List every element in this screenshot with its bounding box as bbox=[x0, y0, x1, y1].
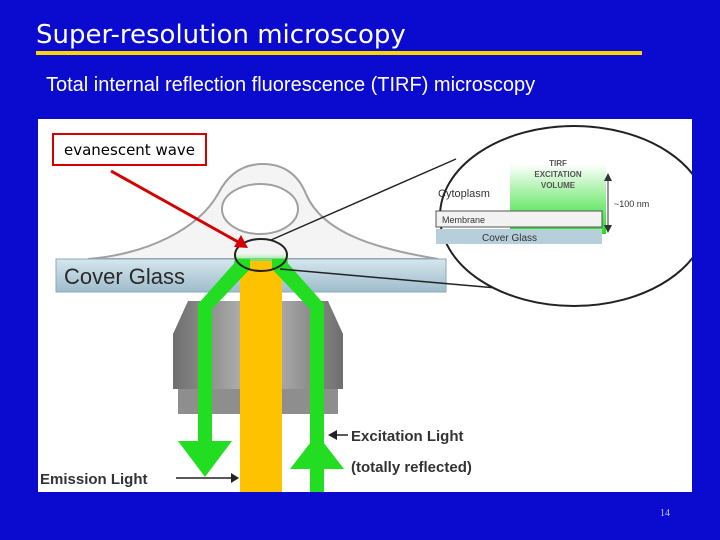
depth-marker-top-arrow bbox=[604, 173, 612, 181]
membrane-bar bbox=[435, 210, 603, 228]
title-underline bbox=[36, 51, 642, 55]
membrane-label: Membrane bbox=[442, 215, 485, 225]
excitation-pointer-head bbox=[328, 430, 337, 440]
cytoplasm-label: Cytoplasm bbox=[438, 188, 490, 200]
evanescent-wave-callout: evanescent wave bbox=[52, 133, 207, 166]
tirf-diagram: Cover Glass TIRF EXCITATION VOLUME Cytop… bbox=[38, 119, 692, 492]
inset-cover-glass-label: Cover Glass bbox=[482, 233, 537, 244]
emission-arrowhead bbox=[178, 441, 232, 477]
tirf-label-3: VOLUME bbox=[541, 181, 576, 190]
zoom-line-bottom bbox=[279, 268, 509, 290]
evanescent-circle bbox=[234, 238, 288, 272]
right-excitation-beam bbox=[272, 259, 324, 492]
excitation-arrowhead bbox=[290, 434, 344, 469]
cover-glass-label: Cover Glass bbox=[64, 264, 185, 289]
cell-nucleus bbox=[221, 183, 299, 235]
totally-reflected-label: (totally reflected) bbox=[351, 459, 472, 476]
tirf-label-1: TIRF bbox=[549, 159, 567, 168]
page-number: 14 bbox=[660, 508, 670, 519]
depth-label: ~100 nm bbox=[614, 199, 649, 209]
depth-marker-bottom-arrow bbox=[604, 225, 612, 233]
inset-cover-glass bbox=[436, 229, 602, 244]
slide-subtitle: Total internal reflection fluorescence (… bbox=[46, 74, 536, 96]
emission-light-label: Emission Light bbox=[40, 471, 148, 488]
left-excitation-beam bbox=[198, 259, 250, 441]
tirf-label-2: EXCITATION bbox=[534, 170, 581, 179]
emission-pointer-head bbox=[231, 473, 239, 483]
slide-title: Super-resolution microscopy bbox=[36, 20, 406, 50]
tirf-diagram-svg: Cover Glass TIRF EXCITATION VOLUME Cytop… bbox=[40, 125, 692, 492]
callout-arrow bbox=[110, 169, 241, 245]
excitation-light-label: Excitation Light bbox=[351, 428, 464, 445]
zoom-line-top bbox=[270, 158, 457, 241]
callout-arrow-head bbox=[234, 235, 248, 248]
emission-beam bbox=[240, 261, 282, 492]
